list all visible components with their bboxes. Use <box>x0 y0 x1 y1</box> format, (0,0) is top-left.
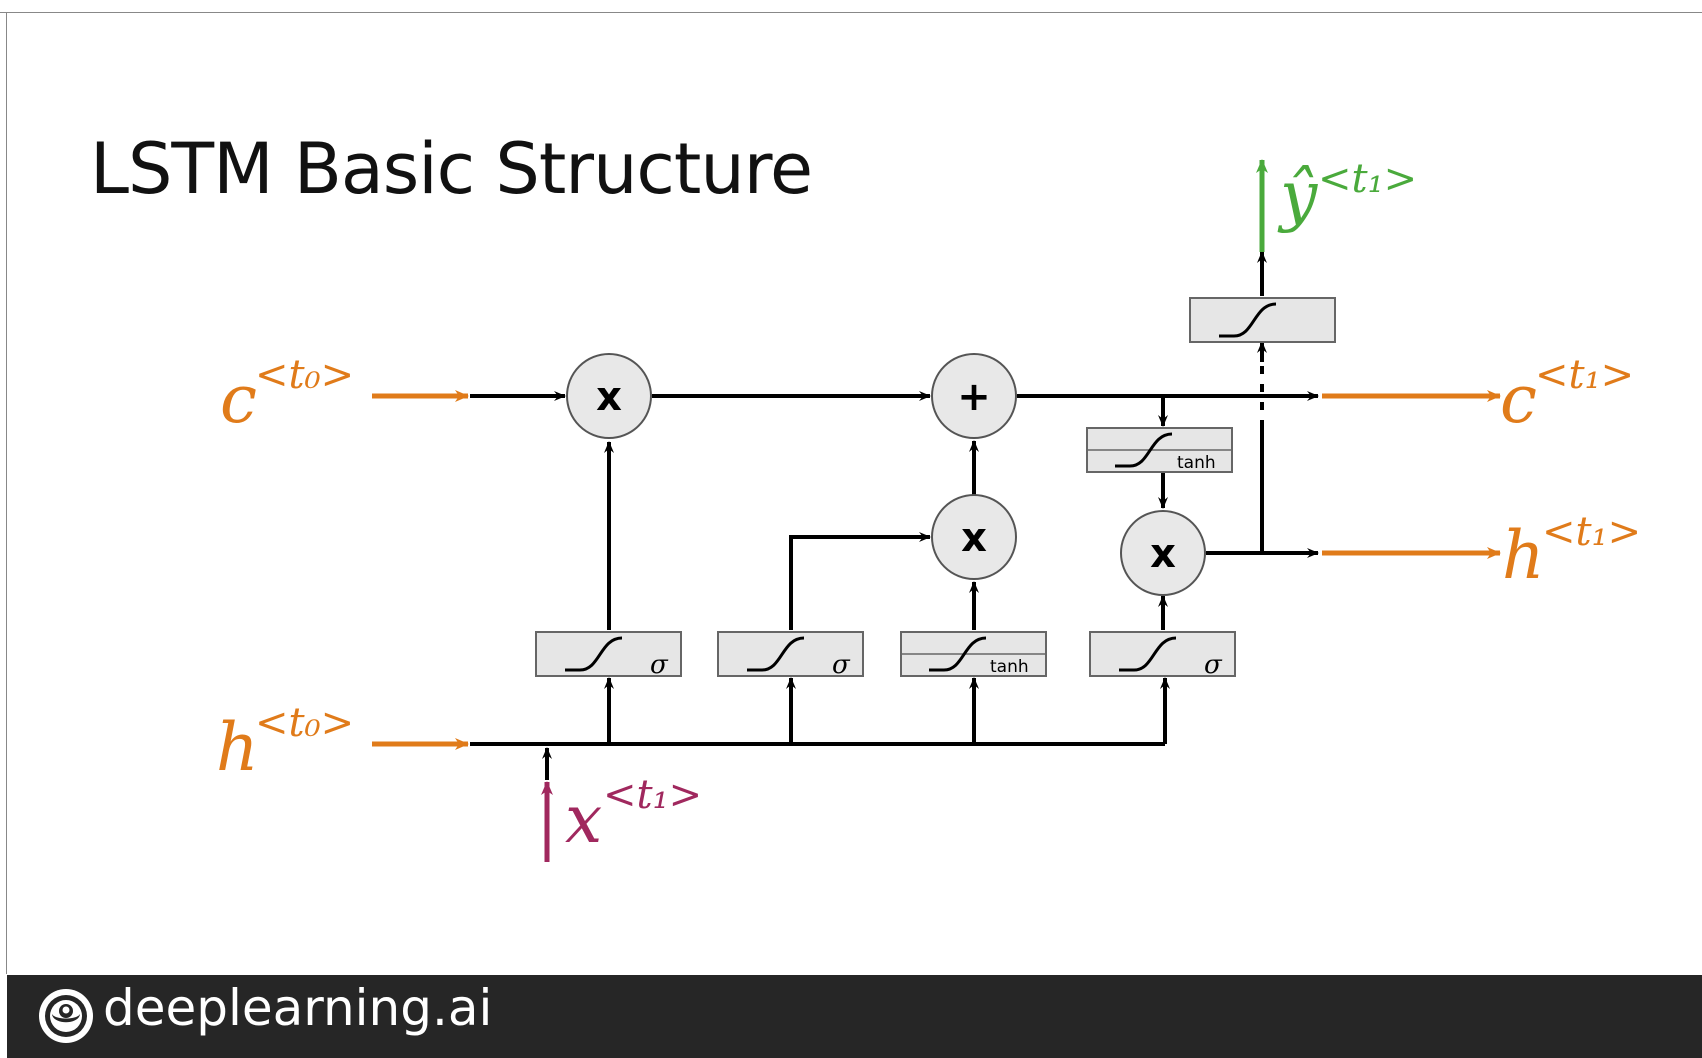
svg-text:<t₁>: <t₁> <box>1535 352 1634 398</box>
input-gate-sigma: σ <box>717 631 864 680</box>
sigmoid-curve-icon <box>1133 636 1177 672</box>
svg-text:h: h <box>1502 517 1545 594</box>
svg-text:+: + <box>957 374 991 420</box>
output-multiply-node: x <box>1120 510 1206 596</box>
x-label: x <t₁> <box>565 772 702 858</box>
deeplearning-logo-icon <box>39 989 93 1043</box>
svg-text:x: x <box>565 781 602 858</box>
svg-text:<t₁>: <t₁> <box>1542 509 1641 555</box>
sigmoid-curve-icon <box>579 636 623 672</box>
svg-text:σ: σ <box>832 650 851 680</box>
output-gate-sigma: σ <box>1089 631 1236 680</box>
svg-text:<t₀>: <t₀> <box>255 700 354 746</box>
svg-text:tanh: tanh <box>990 657 1029 677</box>
cell-tanh: tanh <box>1086 427 1233 473</box>
input-multiply-node: x <box>931 494 1017 580</box>
forget-multiply-node: x <box>566 353 652 439</box>
svg-text:c: c <box>220 361 257 438</box>
svg-text:h: h <box>216 709 259 786</box>
footer-bar: deeplearning.ai <box>7 975 1702 1058</box>
candidate-tanh: tanh <box>900 631 1047 677</box>
svg-text:c: c <box>1500 361 1537 438</box>
svg-text:tanh: tanh <box>1177 453 1216 473</box>
svg-text:ŷ: ŷ <box>1277 157 1318 234</box>
h-prev-label: h <t₀> <box>216 700 354 786</box>
h-next-label: h <t₁> <box>1502 509 1641 594</box>
svg-text:x: x <box>1150 531 1176 577</box>
add-node: + <box>931 353 1017 439</box>
slide-left-border <box>6 12 7 974</box>
lstm-diagram: x + x x σ σ <box>216 156 1641 862</box>
tanh-curve-icon <box>1129 432 1173 468</box>
svg-text:σ: σ <box>650 650 669 680</box>
c-next-label: c <t₁> <box>1500 352 1634 438</box>
svg-text:x: x <box>961 515 987 561</box>
input-to-mult <box>789 532 931 630</box>
svg-text:σ: σ <box>1204 650 1223 680</box>
brand-name: deeplearning.ai <box>103 979 493 1037</box>
page-title: LSTM Basic Structure <box>90 128 813 210</box>
y-hat-label: ŷ <t₁> <box>1277 156 1417 234</box>
forget-gate-sigma: σ <box>535 631 682 680</box>
slide-top-border <box>0 12 1702 13</box>
sigmoid-curve-icon <box>1233 302 1277 338</box>
svg-text:<t₁>: <t₁> <box>603 772 702 818</box>
svg-text:<t₀>: <t₀> <box>255 352 354 398</box>
tanh-curve-icon <box>943 636 987 672</box>
sigmoid-curve-icon <box>761 636 805 672</box>
svg-text:x: x <box>596 374 622 420</box>
y-activation <box>1189 297 1336 343</box>
svg-text:<t₁>: <t₁> <box>1318 156 1417 202</box>
c-prev-label: c <t₀> <box>220 352 354 438</box>
